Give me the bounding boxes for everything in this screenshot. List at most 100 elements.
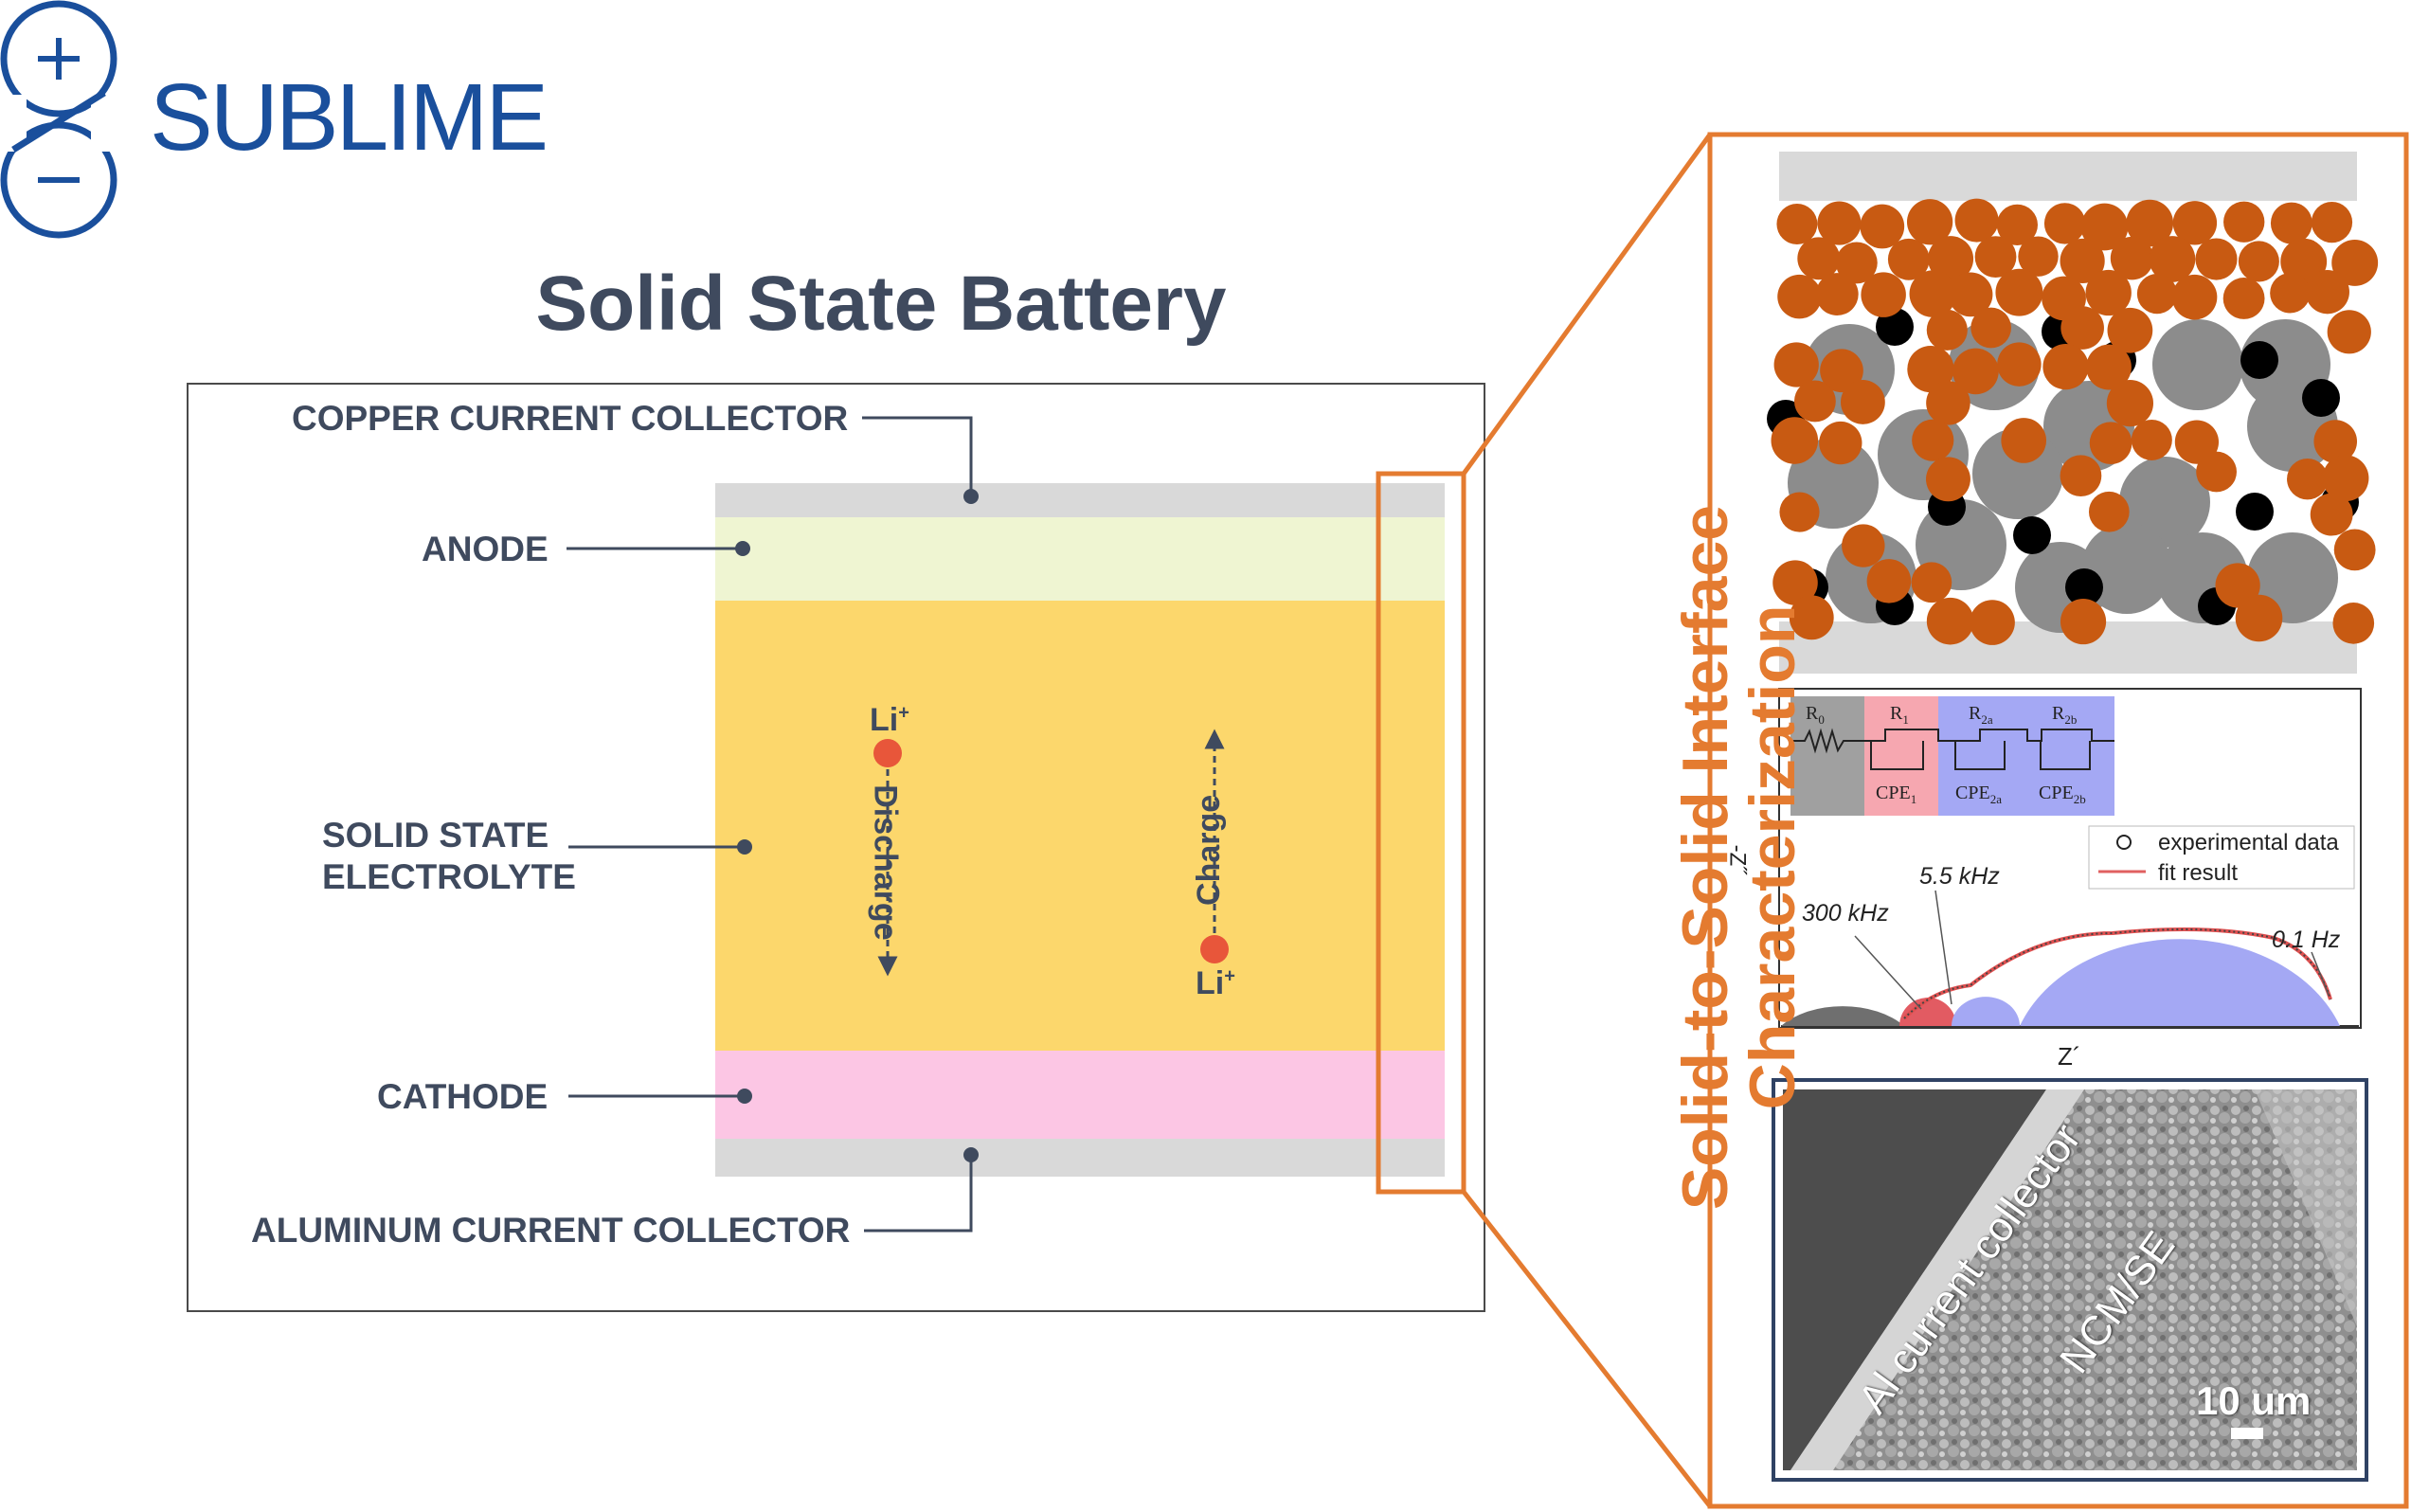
aluminum-leader [864,1155,973,1233]
eis-r0: R0 [1806,703,1825,727]
freq-0-1hz: 0.1 Hz [2272,927,2341,953]
particle [1776,204,1818,244]
particle [2332,603,2375,644]
cathode-layer [715,1051,1445,1139]
particle [2311,202,2353,243]
li-ion-label-charge: Li+ [1196,965,1235,1001]
legend-fit: fit result [2158,860,2239,886]
particle [1952,348,1999,395]
particle [2305,270,2349,315]
particle [1866,559,1912,603]
particle [1841,380,1885,424]
particle [2313,420,2358,463]
particle [2110,236,2154,280]
particle [2085,269,2132,316]
particle-structure [1767,152,2379,674]
li-ion-charge [1200,935,1229,963]
label-electrolyte-line2: ELECTROLYTE [322,857,576,897]
eis-r2b: R2b [2052,703,2078,727]
eis-plot [1778,688,2362,1029]
particle [1911,562,1952,603]
particle [2042,344,2089,390]
particle [1860,204,1905,249]
particle [2333,529,2376,571]
aluminum-layer [715,1139,1445,1177]
electrolyte-layer [715,601,1445,1051]
copper-layer [715,483,1445,517]
eis-cpe2a: CPE2a [1955,783,2002,806]
particle [2065,568,2103,606]
particle [2270,273,2311,314]
particle [1970,600,2015,645]
eis-r1: R1 [1890,703,1909,727]
particle [2060,455,2102,497]
eis-y-axis-label: -Z˝ [1724,844,1751,874]
freq-5-5khz: 5.5 kHz [1919,863,2000,890]
logo-text: SUBLIME [150,64,549,171]
particle [2086,344,2132,390]
particle [1777,274,1822,319]
li-ion-discharge [873,739,902,767]
particle [2001,418,2047,463]
particle [1907,345,1954,393]
eis-cpe1: CPE1 [1876,783,1917,806]
particle [2327,310,2371,354]
eis-r2a: R2a [1969,703,1993,727]
particle [2240,341,2278,379]
particle [1773,342,1819,387]
particle [2270,202,2312,244]
particle [2013,516,2051,554]
charge-label: Charge [1191,794,1228,906]
particle [1996,204,2038,246]
label-aluminum-collector: ALUMINUM CURRENT COLLECTOR [251,1211,851,1250]
li-ion-label-discharge: Li+ [870,702,909,738]
particle [2043,203,2086,244]
particle [2119,457,2210,548]
particle [1771,417,1819,464]
particle [2331,239,2379,286]
particle [1820,349,1863,393]
label-cathode: CATHODE [377,1077,549,1116]
particle [1793,380,1836,423]
particle [2136,274,2178,315]
particle [1819,421,1862,465]
particle [2235,594,2283,642]
particle [2107,307,2153,353]
particle [2215,563,2260,608]
particle [1954,198,1999,243]
sem-image [1772,1078,2368,1482]
particle [1887,238,1930,280]
sublime-logo-icon [0,0,117,239]
zoom-region [1376,471,1466,1195]
particle [2236,493,2274,531]
particle [1912,419,1954,461]
particle [2287,459,2329,500]
particle [1997,342,2042,387]
particle [2310,493,2353,536]
particle [2089,422,2132,465]
particle [2126,199,2174,247]
particle [2081,523,2172,614]
particle [2080,203,2129,251]
particle [2018,236,2059,277]
label-anode: ANODE [422,530,549,568]
particle [2172,201,2218,245]
particle [1948,272,1993,317]
particle [1772,560,1818,605]
particle [2196,451,2237,493]
eis-x-axis-label: Z´ [2058,1042,2081,1071]
particle [1906,199,1953,245]
freq-300khz: 300 kHz [1802,900,1889,927]
particle [1842,524,1885,567]
particle [1995,268,2043,316]
particle [2222,278,2265,319]
particle [2106,380,2154,427]
particle [1974,236,2017,278]
particle [1817,201,1862,245]
particle [1909,270,1957,317]
label-copper-collector: COPPER CURRENT COLLECTOR [292,399,849,438]
particle [2174,420,2220,464]
particle [1779,492,1820,532]
anode-layer [715,517,1445,601]
particle [2088,491,2130,532]
